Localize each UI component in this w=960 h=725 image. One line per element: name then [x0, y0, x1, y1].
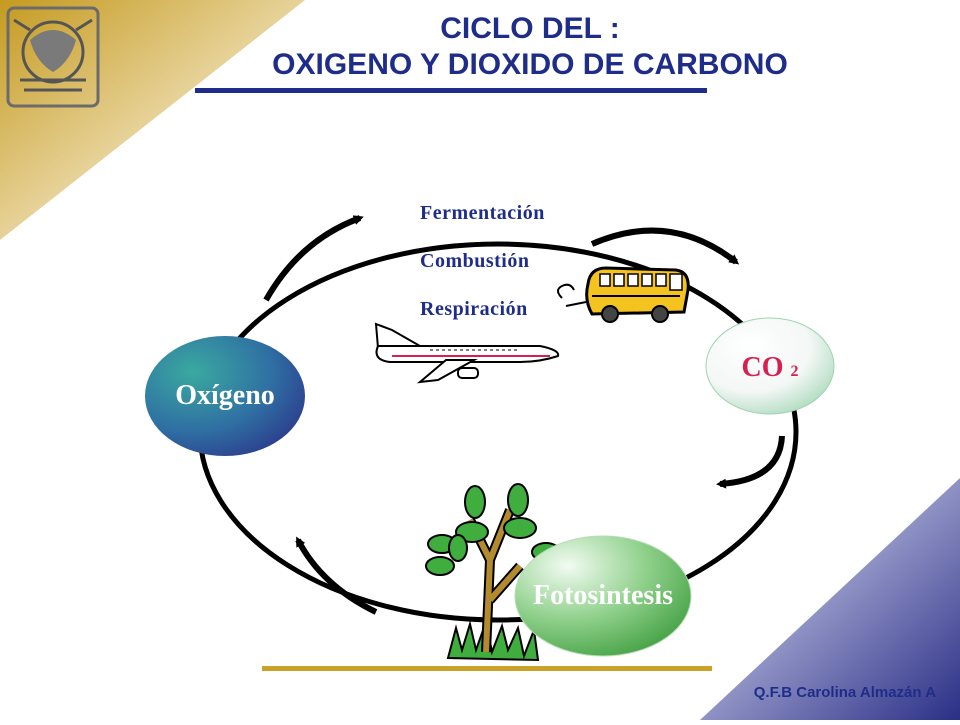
process-respiration: Respiración: [420, 298, 528, 320]
cycle-arrow-right: [716, 435, 785, 489]
corner-decoration-bottom-right: [700, 478, 960, 720]
tree-icon: [425, 483, 563, 662]
co2-subscript: 2: [790, 363, 799, 380]
photosynthesis-node: [514, 535, 692, 657]
airplane-icon: [374, 322, 560, 384]
cycle-arrow-bottom-left: [295, 536, 378, 615]
cycle-arrow-top-left: [263, 215, 364, 302]
co2-label: CO 2: [708, 352, 832, 384]
unam-seal-icon: [6, 6, 100, 108]
co2-node: [705, 317, 835, 415]
oxygen-node: [145, 336, 305, 456]
oxygen-label: Oxígeno: [175, 380, 275, 411]
co2-text: CO: [741, 352, 784, 383]
title-line-1: CICLO DEL :: [440, 12, 620, 45]
cycle-arrow-top-right: [590, 227, 740, 265]
title-line-2: OXIGENO Y DIOXIDO DE CARBONO: [272, 48, 788, 81]
process-fermentation: Fermentación: [420, 202, 545, 224]
bottom-bar: [262, 666, 712, 671]
bus-icon: [557, 266, 690, 323]
title-underline: [195, 88, 707, 93]
corner-decoration-top-left: [0, 0, 305, 240]
photosynthesis-label: Fotosintesis: [533, 580, 673, 611]
process-combustion: Combustión: [420, 250, 530, 272]
author-credit: Q.F.B Carolina Almazán A: [753, 684, 936, 701]
